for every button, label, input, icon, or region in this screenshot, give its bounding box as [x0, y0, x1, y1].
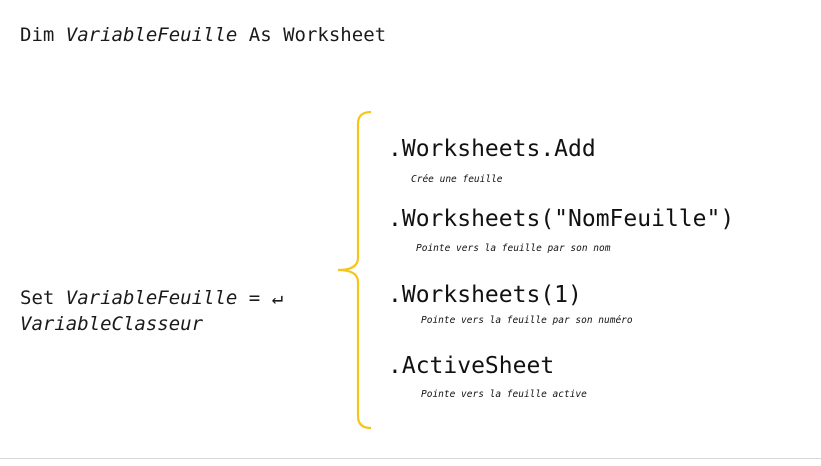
- option-code-activesheet: .ActiveSheet: [388, 353, 555, 379]
- option-description-worksheets-by-name: Pointe vers la feuille par son nom: [416, 243, 611, 254]
- option-description-worksheets-by-index: Pointe vers la feuille par son numéro: [421, 315, 633, 326]
- option-code-worksheets-add: .Worksheets.Add: [388, 136, 596, 162]
- dim-keyword: Dim: [20, 24, 66, 46]
- set-statement: Set VariableFeuille = ↵: [20, 287, 283, 309]
- set-variable-name: VariableFeuille: [65, 287, 238, 309]
- option-description-activesheet: Pointe vers la feuille active: [421, 389, 587, 400]
- set-assignment-operator: = ↵: [237, 287, 284, 309]
- dim-statement: Dim VariableFeuille As Worksheet: [20, 24, 386, 46]
- curly-brace-icon: [337, 110, 372, 430]
- set-keyword: Set: [20, 287, 66, 309]
- dim-variable-name: VariableFeuille: [65, 24, 238, 46]
- dim-type-declaration: As Worksheet: [237, 24, 387, 46]
- option-description-worksheets-add: Crée une feuille: [411, 174, 503, 185]
- option-code-worksheets-by-name: .Worksheets("NomFeuille"): [388, 206, 735, 232]
- bottom-divider: [0, 458, 821, 459]
- brace-path: [337, 110, 372, 430]
- option-code-worksheets-by-index: .Worksheets(1): [388, 282, 582, 308]
- set-workbook-variable: VariableClasseur: [20, 313, 204, 335]
